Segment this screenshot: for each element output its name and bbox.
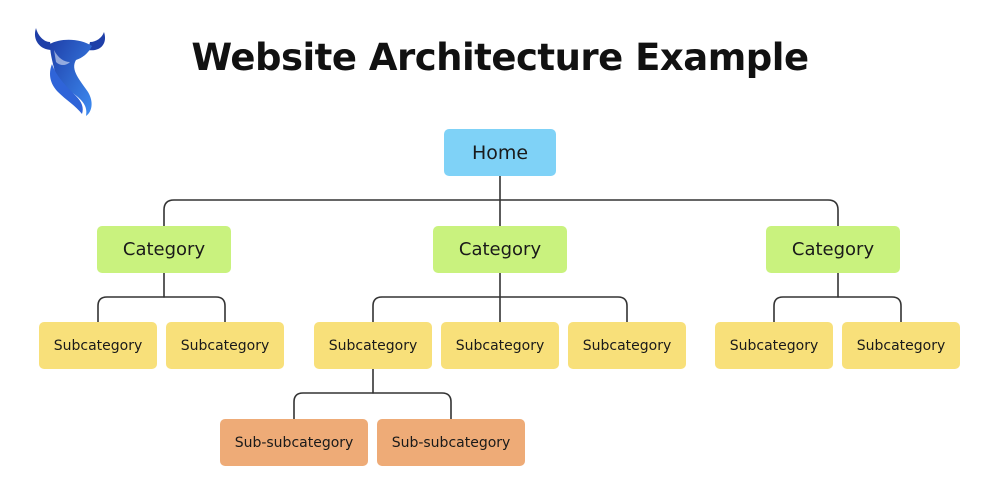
subcategory-node: Subcategory (715, 322, 833, 369)
flame-bull-logo-icon (34, 28, 106, 116)
diagram-title: Website Architecture Example (191, 36, 809, 79)
category-node-left: Category (97, 226, 231, 273)
subcategory-node: Subcategory (441, 322, 559, 369)
connector-subsub-bus (293, 392, 452, 420)
category-node-right: Category (766, 226, 900, 273)
home-node: Home (444, 129, 556, 176)
subcategory-node: Subcategory (166, 322, 284, 369)
sub-subcategory-node: Sub-subcategory (220, 419, 368, 466)
connector-left-sub-bus (97, 296, 226, 323)
connector-center-sub-bus (372, 296, 628, 323)
category-node-center: Category (433, 226, 567, 273)
subcategory-node: Subcategory (568, 322, 686, 369)
sub-subcategory-node: Sub-subcategory (377, 419, 525, 466)
connector-right-sub-bus (773, 296, 902, 323)
subcategory-node: Subcategory (314, 322, 432, 369)
connector-category-bus (163, 199, 839, 227)
subcategory-node: Subcategory (842, 322, 960, 369)
subcategory-node: Subcategory (39, 322, 157, 369)
